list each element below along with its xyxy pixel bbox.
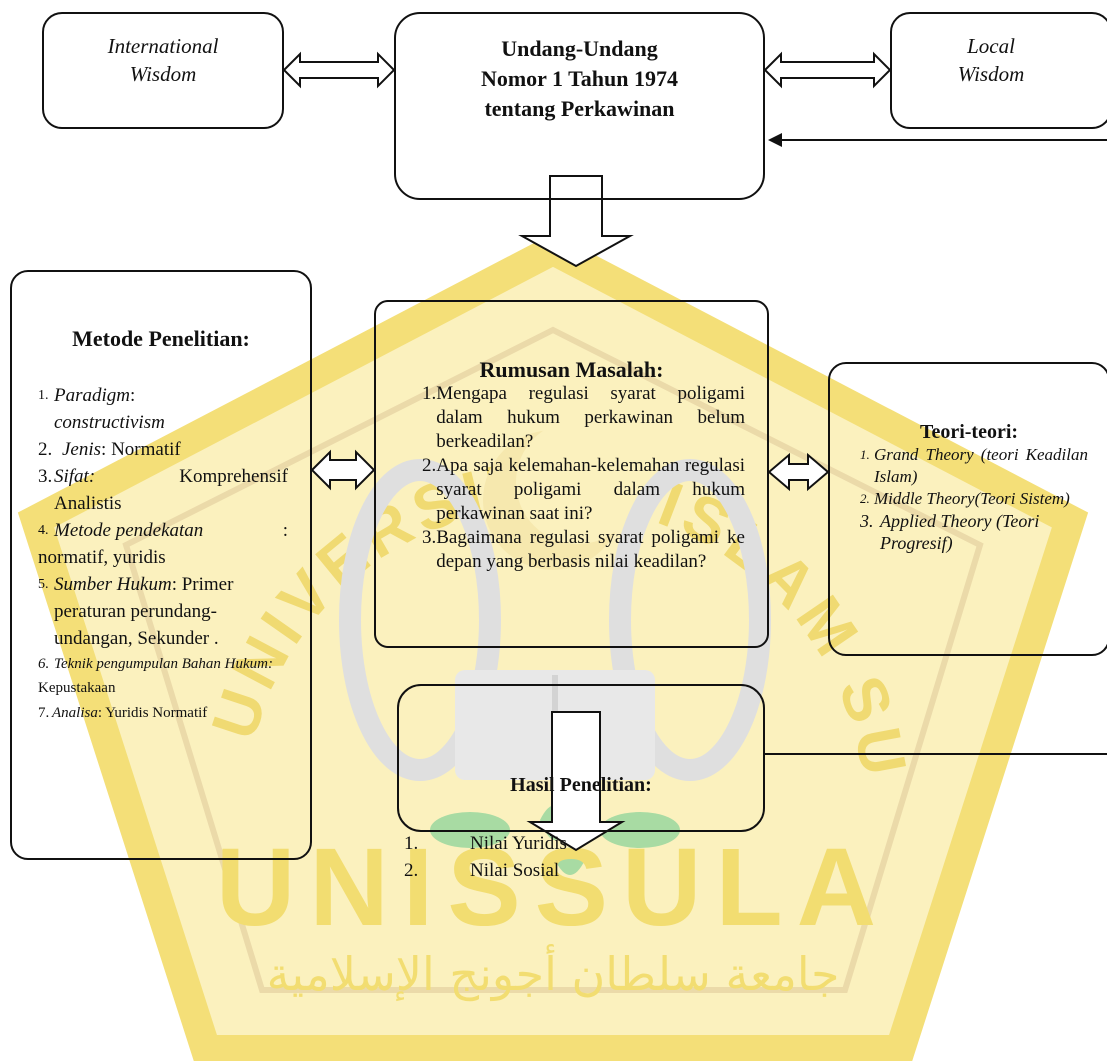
metode-item-2: 2.Jenis: Normatif bbox=[38, 439, 181, 460]
uu-title-line2: Nomor 1 Tahun 1974 bbox=[480, 66, 679, 91]
hasil-penelitian-title: Hasil Penelitian: bbox=[510, 774, 652, 796]
double-arrow-icon bbox=[310, 449, 376, 491]
rumusan-masalah-box: Rumusan Masalah: 1.Mengapa regulasi syar… bbox=[374, 300, 769, 648]
double-arrow-icon bbox=[763, 51, 892, 89]
teori-item-2: 2.Middle Theory(Teori Sistem) bbox=[860, 489, 1070, 508]
watermark-unissula-text: UNISSULA bbox=[216, 826, 890, 949]
down-arrow-icon bbox=[526, 711, 626, 852]
double-arrow-icon bbox=[767, 452, 830, 492]
double-arrow-icon bbox=[282, 51, 396, 89]
uu-perkawinan-box: Undang-Undang Nomor 1 Tahun 1974 tentang… bbox=[394, 12, 765, 200]
arrowhead-icon bbox=[768, 133, 782, 147]
metode-penelitian-box: Metode Penelitian: 1.Paradigm: construct… bbox=[10, 270, 312, 860]
hasil-item-1: 1.Nilai Yuridis bbox=[404, 833, 567, 854]
metode-item-6: 6.Teknik pengumpulan Bahan Hukum: Kepust… bbox=[38, 656, 273, 696]
metode-item-7: 7.Analisa: Yuridis Normatif bbox=[38, 705, 208, 721]
uu-title-line3: tentang Perkawinan bbox=[484, 96, 675, 121]
international-wisdom-box: International Wisdom bbox=[42, 12, 284, 129]
international-wisdom-line1: International bbox=[107, 34, 219, 58]
hasil-list: 1.Nilai Yuridis 2.Nilai Sosial bbox=[404, 830, 567, 884]
teori-title: Teori-teori: bbox=[919, 421, 1019, 443]
metode-item-5: 5.Sumber Hukum: Primer peraturan perunda… bbox=[38, 574, 234, 649]
local-wisdom-box: Local Wisdom bbox=[890, 12, 1107, 129]
down-arrow-icon bbox=[518, 175, 634, 268]
rumusan-item-2: 2.Apa saja kelemahan-kelemahan regulasi … bbox=[422, 455, 745, 524]
teori-box: Teori-teori: 1.Grand Theory (teori Keadi… bbox=[828, 362, 1107, 656]
metode-penelitian-title: Metode Penelitian: bbox=[72, 326, 250, 351]
watermark-arabic-text: جامعة سلطان أجونج الإسلامية bbox=[267, 944, 840, 1002]
rumusan-masalah-title: Rumusan Masalah: bbox=[479, 357, 664, 382]
metode-item-4: 4.Metode pendekatan: normatif, yuridis bbox=[38, 520, 288, 568]
teori-item-1: 1.Grand Theory (teori Keadilan Islam) bbox=[860, 445, 1088, 486]
hasil-penelitian-box: Hasil Penelitian: bbox=[397, 684, 765, 832]
teori-item-3: 3.Applied Theory (Teori Progresif) bbox=[860, 511, 1040, 553]
rumusan-item-1: 1.Mengapa regulasi syarat poligami dalam… bbox=[422, 383, 745, 452]
international-wisdom-line2: Wisdom bbox=[129, 62, 197, 86]
hasil-item-2: 2.Nilai Sosial bbox=[404, 860, 560, 881]
local-wisdom-line1: Local bbox=[967, 34, 1015, 58]
metode-item-3: 3.Sifat:Komprehensif Analistis bbox=[38, 466, 288, 514]
local-wisdom-line2: Wisdom bbox=[957, 62, 1025, 86]
uu-title-line1: Undang-Undang bbox=[501, 36, 658, 61]
metode-item-1: 1.Paradigm: constructivism bbox=[38, 385, 165, 433]
rumusan-item-3: 3.Bagaimana regulasi syarat poligami ke … bbox=[422, 527, 745, 572]
